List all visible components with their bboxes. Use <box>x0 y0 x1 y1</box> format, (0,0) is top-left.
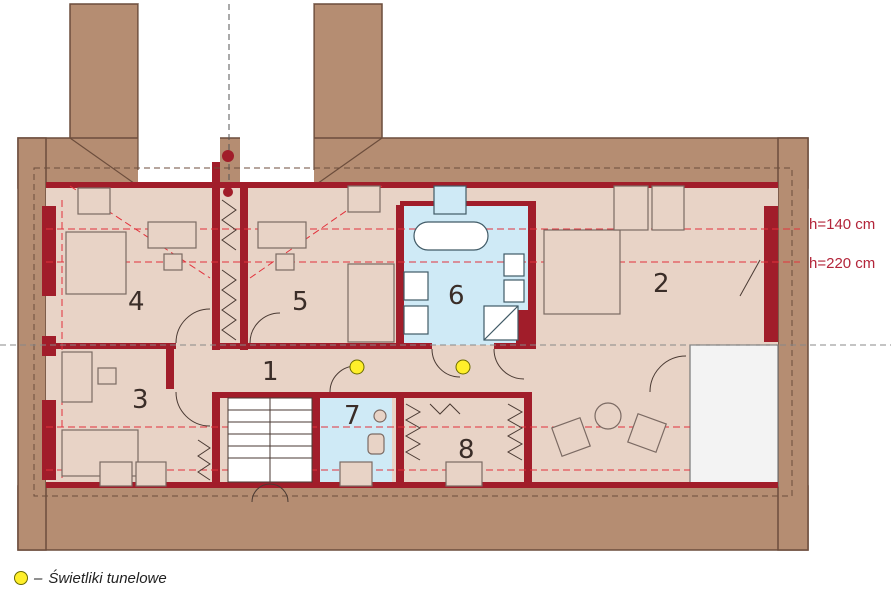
roof-left <box>17 137 47 551</box>
interior-walls <box>46 162 536 486</box>
roof-top <box>17 137 809 189</box>
height-label-220: h=220 cm <box>809 255 875 272</box>
tunnel-skylight-1 <box>349 359 365 375</box>
room-number-6: 6 <box>448 281 465 311</box>
room-number-4: 4 <box>128 287 145 317</box>
room-number-3: 3 <box>132 385 149 415</box>
tunnel-skylight-2 <box>455 359 471 375</box>
balcony <box>689 344 779 487</box>
legend: – Świetliki tunelowe <box>14 566 167 590</box>
roof-marker-top <box>222 150 234 162</box>
room-number-7: 7 <box>344 401 361 431</box>
legend-dash: – <box>34 569 43 587</box>
room-number-2: 2 <box>653 269 670 299</box>
skylight-legend-icon <box>14 571 28 585</box>
dormer-right-opening <box>240 4 314 186</box>
wardrobes <box>197 199 524 481</box>
roof-marker-bottom <box>223 187 233 197</box>
dormer-left-opening <box>138 4 220 186</box>
room-number-5: 5 <box>292 287 309 317</box>
room-number-1: 1 <box>262 357 279 387</box>
furniture <box>61 185 685 487</box>
legend-text: Świetliki tunelowe <box>48 569 167 587</box>
height-label-140: h=140 cm <box>809 216 875 233</box>
roof-right <box>777 137 809 551</box>
room-number-8: 8 <box>458 435 475 465</box>
bathroom-fixtures <box>403 185 525 341</box>
outer-walls <box>42 182 778 488</box>
attic-outline <box>33 167 793 497</box>
staircase <box>227 397 313 503</box>
